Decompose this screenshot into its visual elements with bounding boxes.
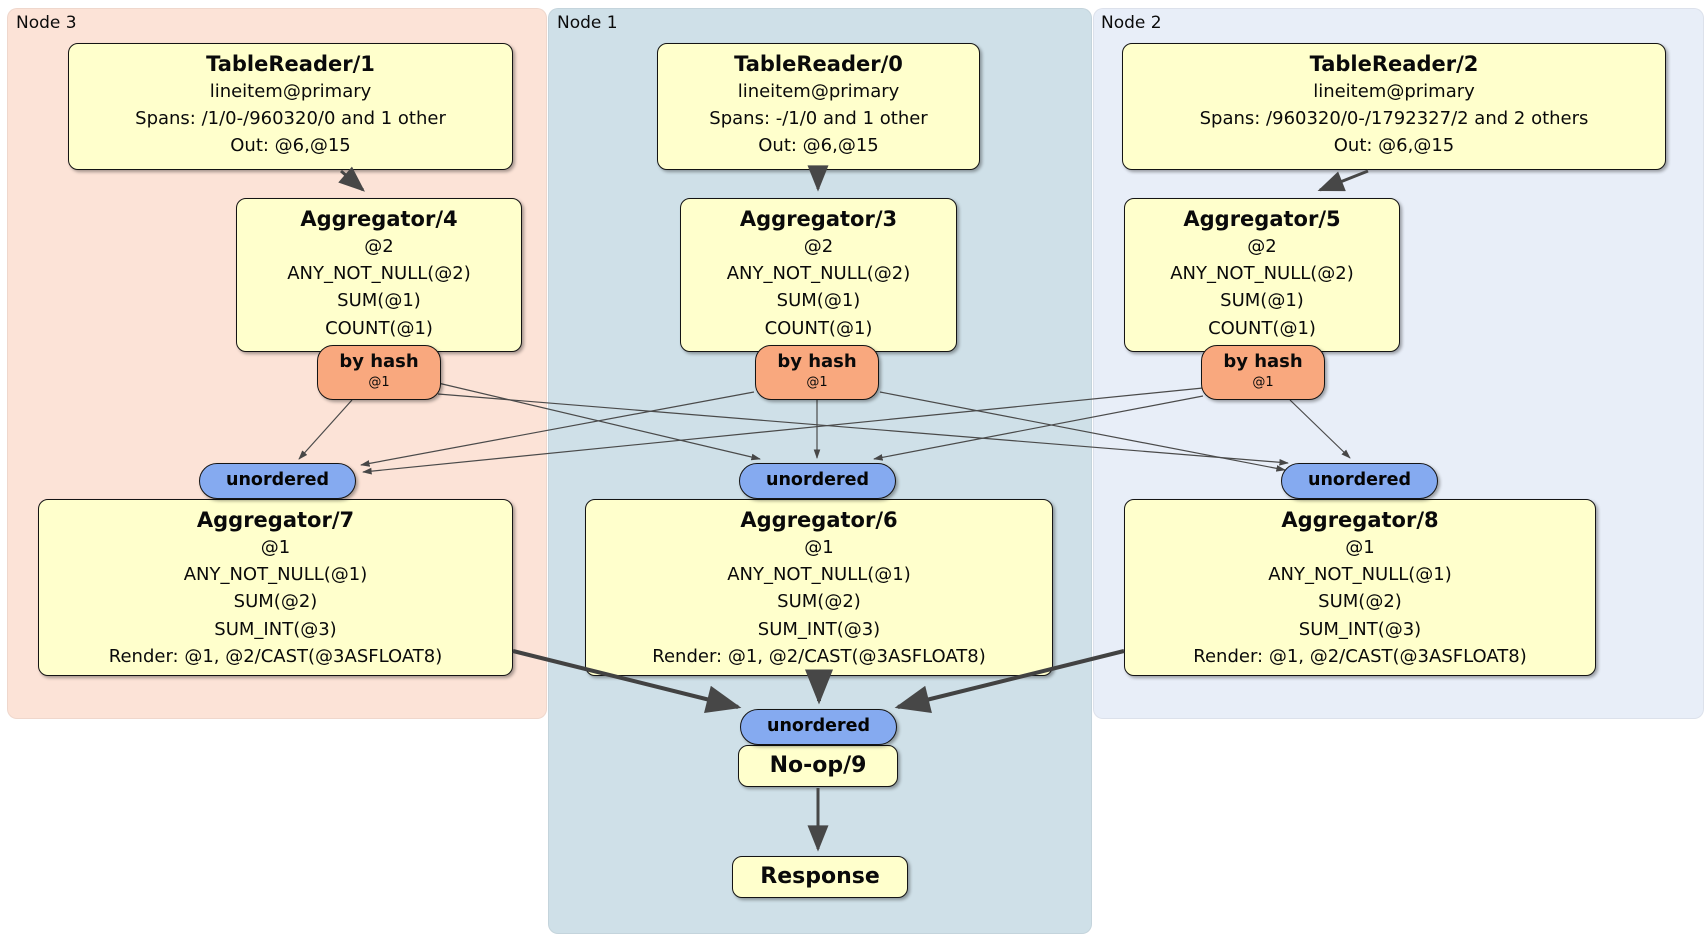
- node-line: @1: [1345, 537, 1375, 558]
- node-title: No-op/9: [769, 753, 867, 778]
- node-line: @2: [1247, 236, 1277, 257]
- node-title: Aggregator/4: [300, 207, 458, 231]
- node-line: SUM_INT(@3): [757, 618, 881, 640]
- node-line: SUM(@2): [1318, 591, 1402, 613]
- node-aggregator-6: Aggregator/6 @1 ANY_NOT_NULL(@1) SUM(@2)…: [585, 499, 1053, 676]
- node-line: Out: @6,@15: [758, 135, 879, 157]
- router-by-hash-node1: by hash @1: [755, 345, 879, 400]
- node-line: SUM_INT(@3): [1298, 618, 1422, 640]
- node-tablereader-2: TableReader/2 lineitem@primary Spans: /9…: [1122, 43, 1666, 170]
- sync-unordered-node3: unordered: [199, 463, 356, 499]
- node-line: ANY_NOT_NULL(@1): [183, 564, 368, 586]
- sync-unordered-node1: unordered: [739, 463, 896, 499]
- node-line: Out: @6,@15: [230, 135, 351, 157]
- node-title: TableReader/2: [1309, 52, 1479, 76]
- node-title: Aggregator/5: [1183, 207, 1341, 231]
- node-line: Render: @1, @2/CAST(@3ASFLOAT8): [1193, 645, 1527, 667]
- node-line: COUNT(@1): [325, 317, 433, 339]
- router-label: by hash: [777, 351, 857, 372]
- node-line: Render: @1, @2/CAST(@3ASFLOAT8): [108, 645, 443, 667]
- router-sub: @1: [806, 375, 828, 390]
- node-line: Render: @1, @2/CAST(@3ASFLOAT8): [652, 645, 986, 667]
- node-tablereader-1: TableReader/1 lineitem@primary Spans: /1…: [68, 43, 513, 170]
- node-line: SUM(@1): [776, 290, 861, 312]
- node-line: Spans: -/1/0 and 1 other: [709, 108, 928, 130]
- router-sub: @1: [368, 375, 390, 390]
- node-line: Out: @6,@15: [1333, 135, 1455, 157]
- node-line: ANY_NOT_NULL(@1): [727, 564, 911, 586]
- node-line: COUNT(@1): [764, 317, 873, 339]
- node-line: Spans: /1/0-/960320/0 and 1 other: [135, 108, 446, 130]
- node-line: @1: [260, 537, 291, 558]
- router-by-hash-node2: by hash @1: [1201, 345, 1325, 400]
- node-title: TableReader/1: [206, 52, 375, 76]
- node-line: @2: [364, 236, 394, 257]
- node-aggregator-8: Aggregator/8 @1 ANY_NOT_NULL(@1) SUM(@2)…: [1124, 499, 1596, 676]
- node-response: Response: [732, 856, 908, 898]
- node-line: SUM(@1): [1220, 290, 1304, 312]
- cluster-label-node2: Node 2: [1101, 13, 1162, 33]
- node-title: Aggregator/7: [196, 508, 355, 532]
- node-title: Response: [760, 864, 880, 889]
- router-label: by hash: [1223, 351, 1303, 372]
- node-line: @1: [804, 537, 834, 558]
- node-aggregator-3: Aggregator/3 @2 ANY_NOT_NULL(@2) SUM(@1)…: [680, 198, 957, 352]
- node-line: Spans: /960320/0-/1792327/2 and 2 others: [1199, 108, 1589, 130]
- node-line: SUM_INT(@3): [214, 618, 337, 640]
- node-line: COUNT(@1): [1208, 317, 1316, 339]
- node-line: ANY_NOT_NULL(@2): [287, 263, 471, 285]
- node-line: SUM(@1): [337, 290, 421, 312]
- node-aggregator-7: Aggregator/7 @1 ANY_NOT_NULL(@1) SUM(@2)…: [38, 499, 513, 676]
- node-line: lineitem@primary: [1313, 81, 1475, 102]
- router-label: by hash: [339, 351, 419, 372]
- node-line: @2: [803, 236, 834, 257]
- node-title: Aggregator/8: [1281, 508, 1439, 532]
- sync-unordered-node2: unordered: [1281, 463, 1438, 499]
- node-line: ANY_NOT_NULL(@2): [1170, 263, 1354, 285]
- node-line: lineitem@primary: [737, 81, 900, 102]
- node-aggregator-5: Aggregator/5 @2 ANY_NOT_NULL(@2) SUM(@1)…: [1124, 198, 1400, 352]
- node-title: Aggregator/6: [740, 508, 898, 532]
- router-sub: @1: [1252, 375, 1274, 390]
- sync-unordered-final: unordered: [740, 709, 897, 745]
- cluster-label-node3: Node 3: [16, 13, 77, 33]
- node-title: Aggregator/3: [739, 207, 898, 231]
- node-line: ANY_NOT_NULL(@2): [726, 263, 911, 285]
- node-line: lineitem@primary: [209, 81, 372, 102]
- node-title: TableReader/0: [734, 52, 903, 76]
- node-aggregator-4: Aggregator/4 @2 ANY_NOT_NULL(@2) SUM(@1)…: [236, 198, 522, 352]
- node-noop-9: No-op/9: [738, 745, 898, 787]
- node-line: ANY_NOT_NULL(@1): [1268, 564, 1452, 586]
- cluster-label-node1: Node 1: [557, 13, 618, 33]
- node-line: SUM(@2): [777, 591, 861, 613]
- router-by-hash-node3: by hash @1: [317, 345, 441, 400]
- node-line: SUM(@2): [233, 591, 318, 613]
- node-tablereader-0: TableReader/0 lineitem@primary Spans: -/…: [657, 43, 980, 170]
